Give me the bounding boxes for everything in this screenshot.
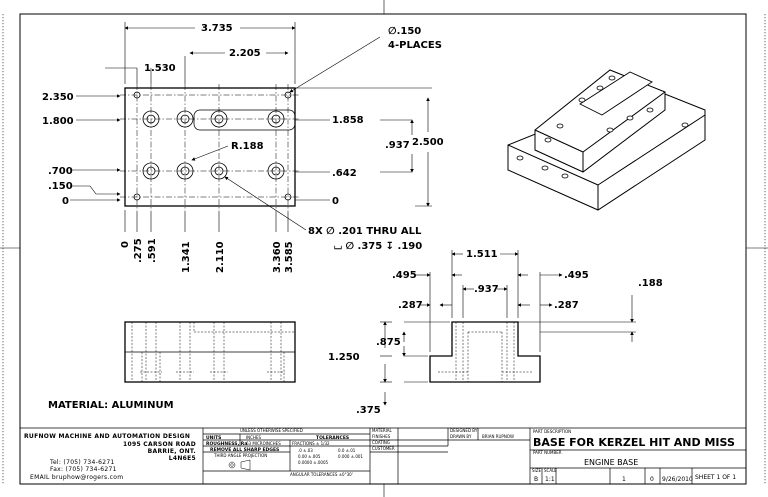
drawn-by-label: DRAWN BY [450,434,472,439]
dim-375: .375 [356,405,381,416]
finishes-field-label: FINISHES [372,434,391,439]
roughness-value: 63 MICROINCHES [246,441,281,446]
side-dimension-lines [380,250,636,406]
thru-all-callout: 8X ∅ .201 THRU ALL [308,226,422,237]
drawn-by-value: BRIAN RUPNOW [482,434,514,439]
part-name: ENGINE BASE [584,458,638,467]
radius-label: R.188 [231,141,264,152]
dim-1858: 1.858 [332,115,364,126]
dim-287-left: .287 [398,300,423,311]
dim-b0: 0 [120,241,131,248]
date-value: 9/26/2010 [662,476,693,483]
tol-x2: 0.0 ±.01 [338,448,356,453]
dim-287-right: .287 [554,300,579,311]
sharp-edges-note: REMOVE ALL SHARP EDGES [210,447,279,453]
third-angle-projection-icon [228,459,251,471]
dim-b1341: 1.341 [181,241,192,273]
hole-diameter-label: ∅.150 [388,26,421,37]
dim-875: .875 [376,337,401,348]
tolerances-header: TOLERANCES [316,435,349,441]
company-street: 1095 CARSON ROAD [123,441,196,448]
dim-right-0: 0 [332,196,339,207]
tol-x1: .0 ±.03 [298,448,313,453]
dim-188: .188 [638,278,663,289]
company-name: RUFNOW MACHINE AND AUTOMATION DESIGN [24,433,190,440]
scale-label: SCALE [544,468,557,473]
units-label: UNITS [206,435,221,441]
bottom-dims: 0 .275 .591 1.341 2.110 3.360 3.585 [120,238,295,273]
coating-field-label: COATING [372,440,390,445]
dim-2500: 2.500 [412,137,444,148]
dim-1530: 1.530 [144,63,176,74]
dim-b2110: 2.110 [215,241,226,273]
dim-b591: .591 [147,238,158,263]
spec-header: UNLESS OTHERWISE SPECIFIED [240,428,303,433]
tol-x4: 0.000 ±.001 [338,454,363,459]
dim-b275: .275 [133,238,144,263]
dim-1800: 1.800 [42,116,74,127]
company-tel: Tel: (705) 734-6271 [49,459,115,466]
company-email: EMAIL bruphow@rogers.com [30,474,123,481]
qty-value: 1 [622,476,626,483]
dim-150: .150 [48,181,73,192]
size-value: B [534,476,538,483]
dim-1511: 1.511 [466,249,498,260]
material-note: MATERIAL: ALUMINUM [48,400,174,411]
dim-642: .642 [332,168,357,179]
rev-value: 0 [650,476,654,483]
tol-x3: 0.00 ±.005 [298,454,321,459]
dim-495-right: .495 [564,270,589,281]
tol-x5: 0.0000 ±.0005 [298,460,329,465]
drawing-title: BASE FOR KERZEL HIT AND MISS [533,436,735,449]
dim-495-left: .495 [392,270,417,281]
units-value: INCHES [246,435,262,440]
sheet-number: SHEET 1 OF 1 [695,474,736,481]
title-block [20,427,746,484]
dim-2205: 2.205 [229,48,261,59]
counterbore-callout: ⌴ ∅ .375 ↧ .190 [334,241,422,252]
tol-angular: ANGULAR TOLERANCES ±0°30' [290,472,353,477]
part-description-label: PART DESCRIPTION [533,429,571,434]
company-city: BARRIE, ONT. [148,448,196,455]
size-label: SIZE [532,468,541,473]
dim-700: .700 [48,166,73,177]
part-number-label: PART NUMBER [533,450,562,455]
hole-places-label: 4-PLACES [388,40,442,51]
dim-3735: 3.735 [201,23,233,34]
dim-2350: 2.350 [42,92,74,103]
customer-field-label: CUSTOMER [372,446,395,451]
side-view [429,321,541,383]
company-fax: Fax: (705) 734-6271 [50,466,117,473]
dim-b3360: 3.360 [272,241,283,273]
dim-b3585: 3.585 [284,241,295,273]
dim-937-side: .937 [474,284,499,295]
top-dimension-lines [70,22,432,232]
company-postal: L4N6E5 [169,455,196,462]
material-field-label: MATERIAL [372,428,393,433]
dim-left-0: 0 [62,196,69,207]
top-view [120,84,300,212]
scale-value: 1:1 [545,476,555,483]
projection-label: THIRD ANGLE PROJECTION [213,453,267,458]
tol-fractions: FRACTIONS ± 1/32 [292,441,330,446]
dim-1250: 1.250 [328,352,360,363]
front-view [124,321,296,383]
dim-937-top: .937 [385,140,410,151]
roughness-label: ROUGHNESS, Ra [206,441,247,447]
designed-by-label: DESIGNED BY [450,428,478,433]
isometric-view [507,69,706,211]
